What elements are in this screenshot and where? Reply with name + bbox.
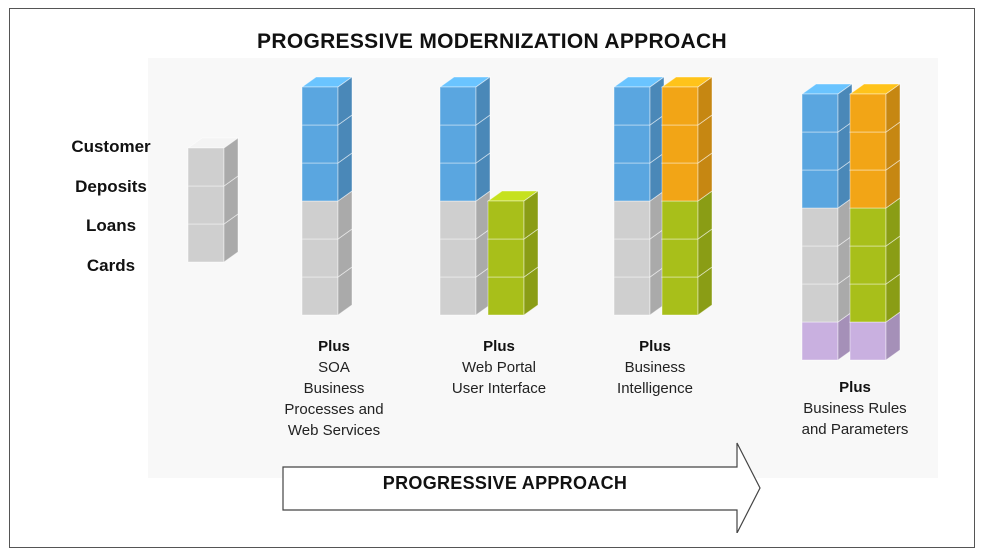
column-label-web-portal: Plus Web Portal User Interface xyxy=(424,336,574,399)
column-label-soa: Plus SOA Business Processes and Web Serv… xyxy=(264,336,404,441)
column-plus-label: Plus xyxy=(318,338,350,355)
legend-customer: Customer xyxy=(71,137,151,156)
column-plus-label: Plus xyxy=(483,338,515,355)
column-label-business-rules: Plus Business Rules and Parameters xyxy=(780,377,930,440)
column-label-business-intelligence: Plus Business Intelligence xyxy=(590,336,720,399)
legend-cards: Cards xyxy=(86,256,136,275)
column-description: Business Rules and Parameters xyxy=(801,400,909,438)
column-plus-label: Plus xyxy=(639,338,671,355)
column-plus-label: Plus xyxy=(839,379,871,396)
arrow-label: PROGRESSIVE APPROACH xyxy=(382,473,628,493)
legend-deposits: Deposits xyxy=(75,177,147,196)
diagram-title: PROGRESSIVE MODERNIZATION APPROACH xyxy=(257,30,727,53)
column-description: Web Portal User Interface xyxy=(451,359,547,397)
legend-loans: Loans xyxy=(85,216,137,235)
column-description: SOA Business Processes and Web Services xyxy=(284,359,384,439)
progress-arrow xyxy=(282,442,761,533)
column-description: Business Intelligence xyxy=(617,359,693,397)
